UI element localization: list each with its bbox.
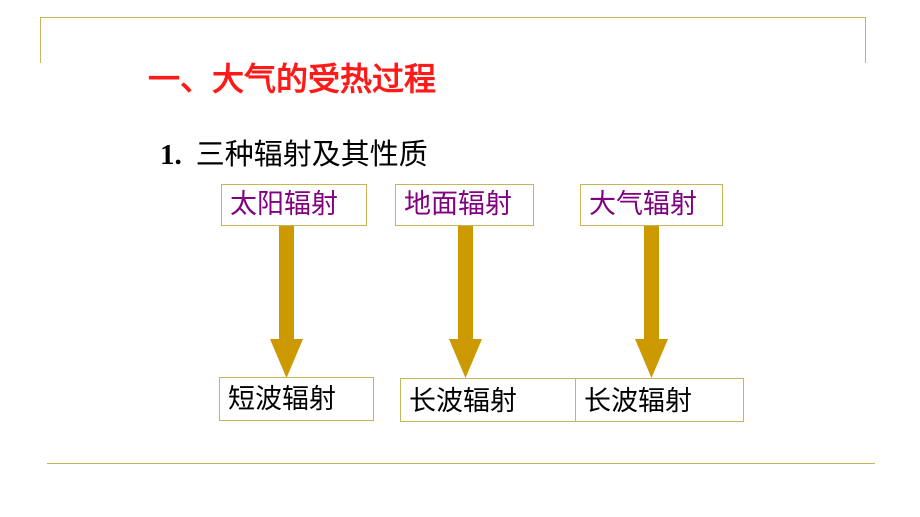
frame-line-left [40, 17, 41, 63]
down-arrow-ground [449, 222, 482, 378]
section-heading-text: 三种辐射及其性质 [195, 137, 428, 171]
down-arrow-atmosphere [635, 222, 668, 378]
section-number: 1. [160, 139, 182, 171]
frame-line-bottom [47, 463, 875, 464]
result-box-longwave-ground: 长波辐射 [400, 378, 576, 422]
source-box-ground: 地面辐射 [395, 184, 534, 226]
source-box-atmosphere: 大气辐射 [580, 184, 723, 226]
down-arrow-solar [270, 222, 303, 378]
frame-line-top [40, 17, 866, 18]
result-box-shortwave: 短波辐射 [219, 377, 374, 421]
slide-title: 一、大气的受热过程 [148, 60, 437, 98]
source-box-solar: 太阳辐射 [221, 184, 367, 226]
section-heading: 1. 三种辐射及其性质 [160, 131, 428, 173]
frame-line-right [865, 17, 866, 63]
result-box-longwave-atmosphere: 长波辐射 [575, 378, 744, 422]
